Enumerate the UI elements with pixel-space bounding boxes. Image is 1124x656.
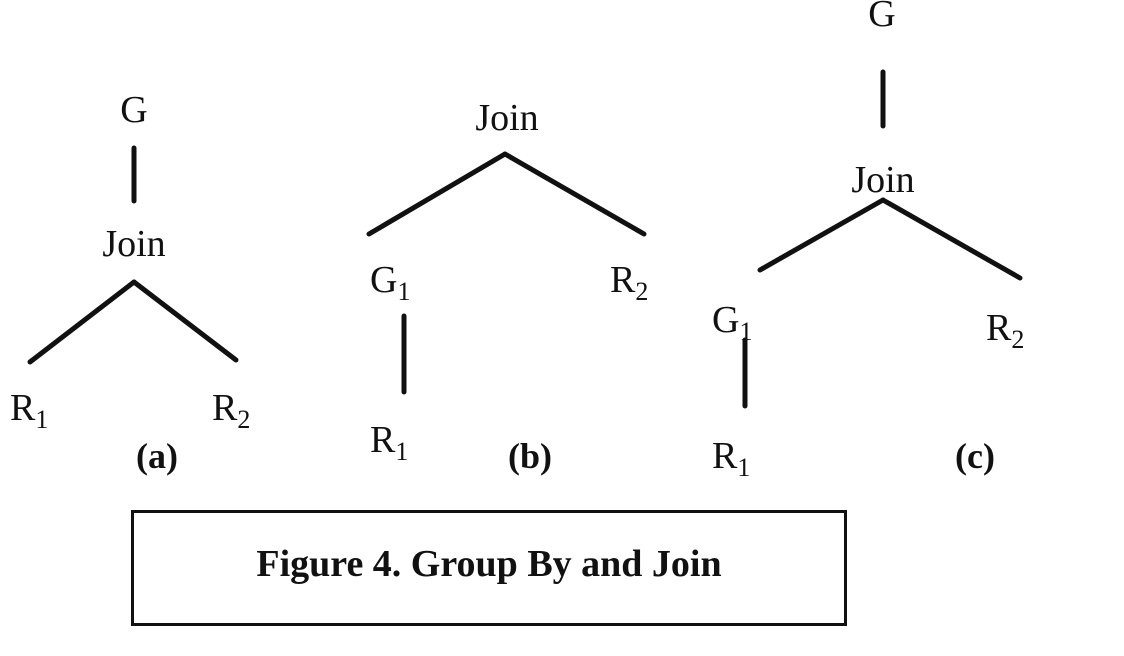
panel-label-a: (a) — [136, 436, 178, 476]
panel-label-b: (b) — [508, 436, 552, 476]
figure-caption-box: Figure 4. Group By and Join — [131, 510, 847, 626]
node-g: G — [868, 0, 895, 35]
edge-join-r2 — [502, 151, 647, 237]
node-g: G — [120, 89, 147, 131]
edge-join-r1 — [27, 279, 137, 365]
node-join: Join — [475, 97, 538, 139]
node-g1: G1 — [712, 299, 752, 346]
edge-join-g1 — [366, 151, 508, 237]
node-g1: G1 — [370, 259, 410, 306]
edge-join-r2 — [880, 197, 1023, 281]
figure-caption: Figure 4. Group By and Join — [256, 543, 722, 585]
panel-a: G Join R1 R2 (a) — [10, 89, 250, 476]
node-r2: R2 — [610, 259, 648, 306]
node-r2: R2 — [212, 387, 250, 434]
node-r1: R1 — [712, 435, 750, 482]
node-join: Join — [851, 159, 914, 201]
panel-b: Join G1 R2 R1 (b) — [366, 97, 648, 476]
node-r2: R2 — [986, 307, 1024, 354]
node-r1: R1 — [10, 387, 48, 434]
edge-join-r2 — [131, 279, 239, 363]
edge-join-g1 — [757, 197, 886, 273]
node-join: Join — [102, 223, 165, 265]
node-r1: R1 — [370, 419, 408, 466]
panel-c: G Join G1 R2 R1 (c) — [712, 0, 1024, 482]
panel-label-c: (c) — [955, 436, 995, 476]
